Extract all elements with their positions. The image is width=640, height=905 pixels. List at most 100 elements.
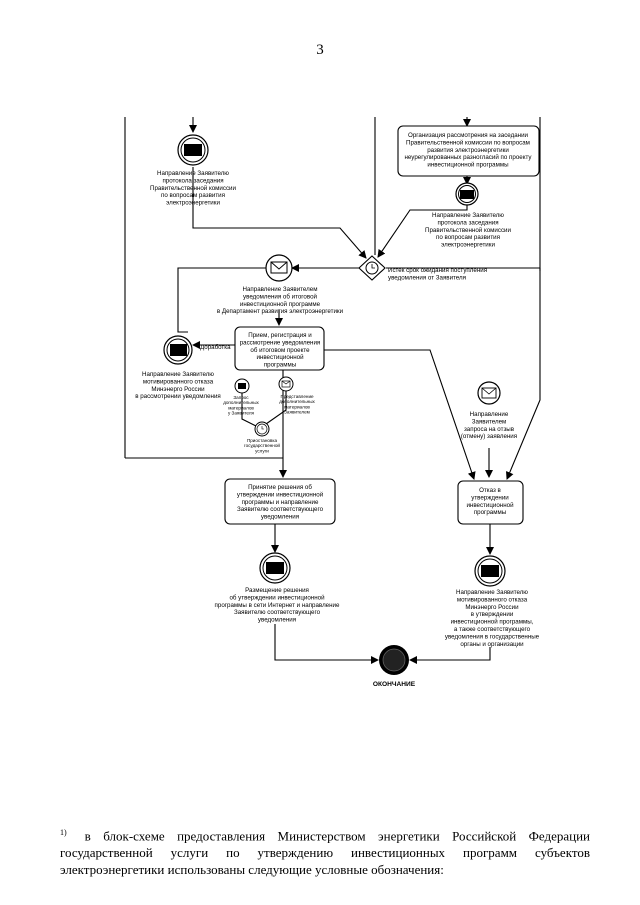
envelope-icon [278, 376, 294, 392]
label-line: об утверждении инвестиционной [229, 594, 325, 601]
label-line: в рассмотрении уведомления [135, 393, 221, 400]
timer-gateway [358, 255, 386, 281]
label-line: государственной [244, 442, 280, 448]
footnote: 1)в блок-схеме предоставления Министерст… [60, 824, 590, 878]
envelope-filled-icon [474, 555, 506, 587]
label-line: уведомления в государственные [445, 633, 540, 640]
label-line: Правительственной комиссии [425, 227, 512, 234]
label-line: программы [474, 509, 507, 516]
label-line: в утверждении [471, 611, 514, 618]
label-line: программы в сети Интернет и направление [215, 602, 340, 609]
label-line: утверждении [471, 494, 509, 501]
label-line: Прием, регистрация и [248, 332, 312, 339]
envelope-filled-icon [234, 378, 250, 394]
label-line: протокола заседания [162, 177, 223, 184]
label-line: Приостановка [247, 438, 278, 443]
label-line: Заявителем [284, 410, 310, 415]
envelope-filled-icon [177, 134, 209, 166]
label-line: инвестиционной [256, 354, 304, 361]
label-line: Заявителю соответствующего [234, 609, 321, 616]
label-line: (отмену) заявления [461, 433, 517, 440]
envelope-filled-icon [259, 552, 291, 584]
label-line: развития электроэнергетики [427, 147, 509, 154]
label-line: Представление [280, 394, 314, 399]
footnote-marker: 1) [60, 828, 67, 837]
label-line: материалов [228, 405, 254, 410]
label-line: инвестиционной программы [427, 162, 509, 169]
envelope-filled-icon [455, 182, 479, 206]
label-line: инвестиционной программы, [451, 619, 534, 626]
envelope-filled-icon [163, 335, 193, 365]
rework-label: Доработка [200, 344, 231, 351]
footnote-text: в блок-схеме предоставления Министерство… [60, 828, 590, 878]
label-line: об итоговом проекте [250, 347, 310, 354]
label-line: электроэнергетики [441, 242, 495, 249]
connector-lines [124, 117, 541, 664]
label-line: Минэнерго России [465, 604, 519, 611]
label-line: утверждении инвестиционной [237, 491, 324, 498]
label-line: у Заявителя [228, 411, 255, 416]
label-line: запроса на отзыв [464, 426, 515, 433]
label-line: Организация рассмотрения на заседании [408, 132, 529, 139]
label-line: а также соответствующего [454, 626, 531, 633]
label-line: Правительственной комиссии по вопросам [406, 139, 530, 146]
page-number: 3 [316, 42, 324, 58]
end-label: ОКОНЧАНИЕ [373, 681, 416, 688]
label-line: уведомления [261, 514, 299, 521]
label-line: уведомления [258, 617, 296, 624]
label-line: программы [264, 362, 297, 369]
end-event [379, 645, 409, 675]
label-line: Заявителем [472, 418, 507, 425]
label-line: Направление Заявителю [456, 589, 528, 596]
label-line: Размещение решения [245, 587, 309, 594]
envelope-icon [265, 254, 293, 282]
clock-icon [254, 421, 270, 437]
label-line: Запрос [233, 395, 249, 400]
label-line: материалов [284, 404, 310, 409]
svg-text:Организация рассмотрения на за: Организация рассмотрения на заседанииПра… [405, 132, 533, 169]
label-line: инвестиционной программе [240, 301, 321, 308]
label-line: мотивированного отказа [143, 378, 214, 385]
label-line: дополнительных [223, 400, 259, 405]
label-line: уведомления об итоговой [243, 293, 318, 300]
label-line: по вопросам развития [161, 192, 225, 199]
label-line: Направление Заявителю [142, 371, 214, 378]
label-line: по вопросам развития [436, 234, 500, 241]
label-line: Заявителю соответствующего [237, 506, 324, 513]
label-line: Направление Заявителю [432, 212, 504, 219]
label-line: программы и направление [242, 499, 319, 506]
label-line: Направление Заявителю [157, 170, 229, 177]
label-line: мотивированного отказа [457, 596, 528, 603]
label-line: Принятие решения об [248, 484, 312, 491]
label-line: в Департамент развития электроэнергетики [217, 308, 344, 315]
label-line: уведомления от Заявителя [388, 274, 466, 281]
label-line: Минэнерго России [151, 386, 205, 393]
label-line: электроэнергетики [166, 200, 220, 207]
label-line: рассмотрение уведомления [240, 339, 321, 346]
label-line: Истек срок ожидания поступления [388, 267, 487, 274]
envelope-icon [477, 381, 501, 405]
label-line: услуги [255, 448, 269, 453]
label-line: дополнительных [279, 399, 315, 404]
label-line: органы и организации [460, 641, 524, 648]
label-line: Отказ в [479, 487, 501, 494]
